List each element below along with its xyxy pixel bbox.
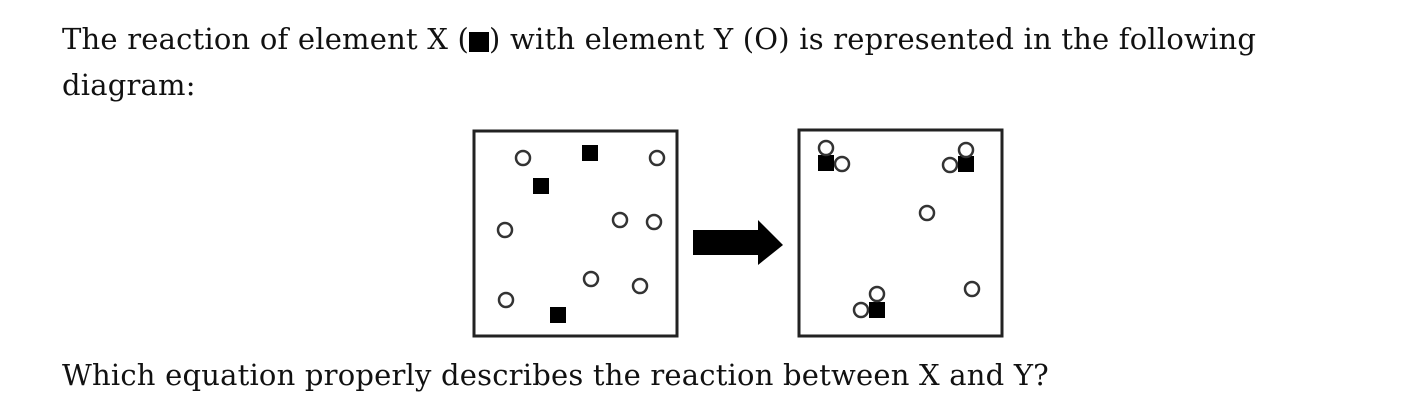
y-atom-circle-icon: [497, 291, 515, 309]
y-atom-circle-icon: [611, 211, 629, 229]
y-atom-circle-icon: [833, 155, 851, 173]
x-atom-square-icon: [818, 155, 834, 171]
x-atom-square-icon: [582, 145, 598, 161]
x-atom-square-icon: [533, 178, 549, 194]
y-atom-circle-icon: [645, 213, 663, 231]
y-atom-circle-icon: [648, 149, 666, 167]
question-intro-line2: diagram:: [62, 68, 196, 102]
x-atom-square-icon: [958, 156, 974, 172]
question-prompt: Which equation properly describes the re…: [62, 358, 1049, 392]
y-atom-circle-icon: [957, 141, 975, 159]
y-atom-circle-icon: [582, 270, 600, 288]
x-atom-square-icon: [869, 302, 885, 318]
element-x-square-icon: [469, 32, 490, 52]
y-atom-circle-icon: [631, 277, 649, 295]
before-box: [472, 129, 679, 338]
y-atom-circle-icon: [868, 285, 886, 303]
after-box: [797, 128, 1004, 338]
y-atom-circle-icon: [941, 156, 959, 174]
intro-text-b: ) with element Y (O) is represented in t…: [489, 22, 1257, 56]
y-atom-circle-icon: [963, 280, 981, 298]
y-atom-circle-icon: [514, 149, 532, 167]
question-intro-line1: The reaction of element X ( ) with elemen…: [62, 22, 1256, 56]
x-atom-square-icon: [550, 307, 566, 323]
y-atom-circle-icon: [817, 139, 835, 157]
reaction-arrow-icon: [693, 220, 783, 265]
y-atom-circle-icon: [852, 301, 870, 319]
intro-text-a: The reaction of element X (: [62, 22, 470, 56]
y-atom-circle-icon: [918, 204, 936, 222]
y-atom-circle-icon: [496, 221, 514, 239]
